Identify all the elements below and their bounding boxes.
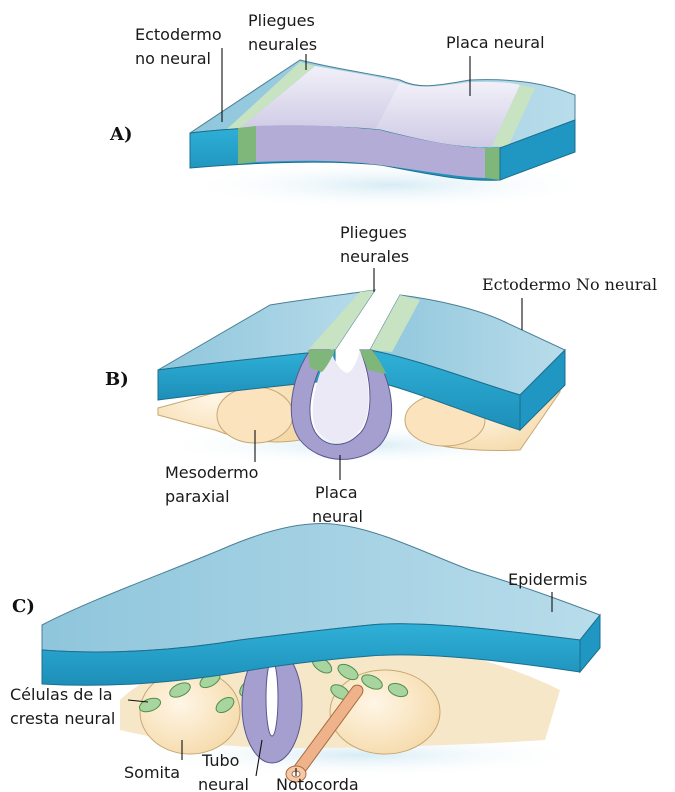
label-pliegues-b-line1: Pliegues	[340, 223, 407, 242]
label-pliegues-b-line2: neurales	[340, 247, 409, 266]
label-pliegues-line1: Pliegues	[248, 11, 315, 30]
neural-tube-lumen	[266, 660, 278, 736]
panel-a-letter: A)	[109, 124, 132, 145]
label-ectodermo-line1: Ectodermo	[135, 25, 222, 44]
label-mesodermo-line1: Mesodermo	[165, 463, 258, 482]
label-somita: Somita	[124, 763, 180, 782]
panel-c: C) Epidermis Células de la cresta neural…	[10, 524, 600, 792]
panel-a-shadow	[180, 160, 600, 210]
label-placa-neural: Placa neural	[446, 33, 545, 52]
label-pliegues-line2: neurales	[248, 35, 317, 54]
panel-a: A) Ectodermo no neural Pliegues neurales…	[109, 11, 600, 210]
panel-b: B) Pliegues neurales Ectodermo No neural…	[105, 223, 657, 526]
label-mesodermo-line2: paraxial	[165, 487, 230, 506]
label-ectodermo-line2: no neural	[135, 49, 211, 68]
panel-b-letter: B)	[105, 369, 129, 390]
label-notocorda: Notocorda	[276, 775, 359, 792]
panel-a-front-fold-right	[485, 148, 500, 180]
panel-c-letter: C)	[12, 596, 35, 617]
label-celulas-line1: Células de la	[10, 685, 113, 704]
label-epidermis: Epidermis	[508, 570, 587, 589]
label-ectodermo-no-neural: Ectodermo No neural	[482, 275, 657, 294]
label-tubo-line2: neural	[198, 775, 249, 792]
label-placa-b-line1: Placa	[315, 483, 358, 502]
panel-a-front-fold-left	[238, 126, 256, 164]
label-celulas-line2: cresta neural	[10, 709, 115, 728]
label-tubo-line1: Tubo	[201, 751, 239, 770]
